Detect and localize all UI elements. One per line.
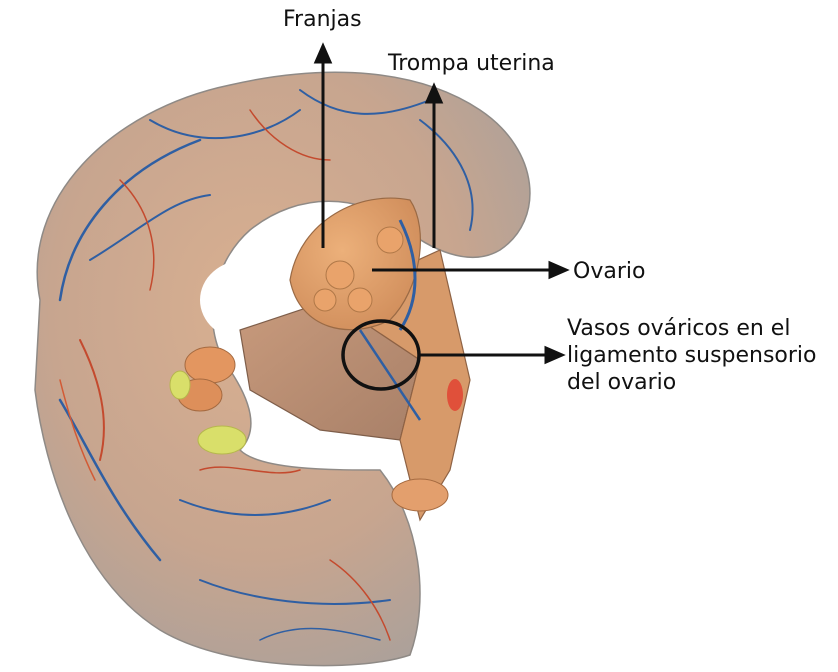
label-franjas: Franjas: [283, 6, 362, 33]
label-vasos-line-3: del ovario: [567, 369, 817, 396]
arrow-franjas-head: [316, 46, 330, 62]
label-vasos-line-1: Vasos ováricos en el: [567, 315, 817, 342]
arrow-ovario-head: [550, 263, 566, 277]
label-ovario: Ovario: [573, 258, 645, 285]
label-trompa-uterina: Trompa uterina: [388, 50, 555, 77]
arrow-vasos-head: [546, 348, 562, 362]
label-vasos-line-2: ligamento suspensorio: [567, 342, 817, 369]
label-vasos-ovaricos: Vasos ováricos en el ligamento suspensor…: [567, 315, 817, 396]
